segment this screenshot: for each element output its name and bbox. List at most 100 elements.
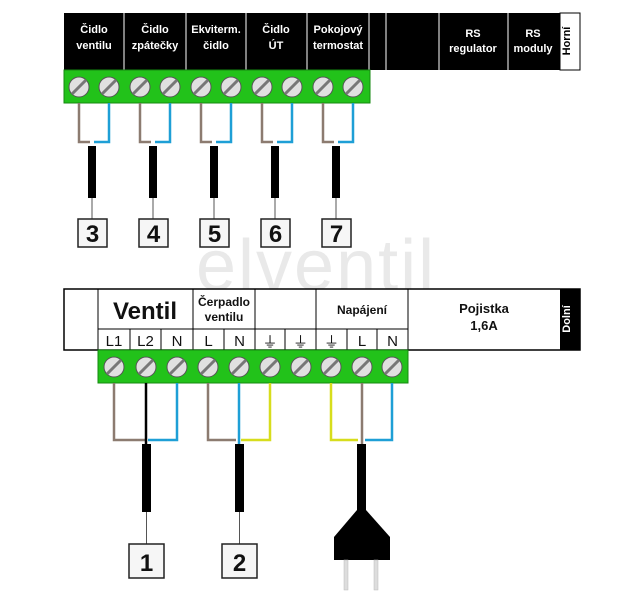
upper-col-7-line2: regulator — [449, 43, 497, 55]
upper-screw-5 — [190, 76, 212, 98]
terminal-label-ground-3: ⏚ — [324, 334, 339, 351]
wire-pump-yellow — [241, 383, 272, 442]
wire-power-yellow — [329, 383, 358, 442]
lower-screw-7 — [290, 356, 312, 378]
lower-connector-labels: 1 2 — [128, 543, 258, 579]
power-label: Napájení — [337, 303, 388, 317]
upper-screw-1 — [68, 76, 90, 98]
connector-number-5: 5 — [208, 221, 221, 248]
cable-power-jacket — [357, 444, 366, 512]
cable-pump-jacket — [235, 444, 244, 512]
terminal-label-N-power: N — [387, 333, 398, 350]
upper-side-tab — [559, 12, 581, 71]
upper-wire-blue-1 — [94, 103, 111, 144]
upper-cable-jacket-4 — [271, 146, 279, 198]
upper-col-1-line2: ventilu — [76, 40, 111, 52]
cable-ventil-jacket — [142, 444, 151, 512]
connector-number-7: 7 — [330, 221, 343, 248]
upper-col-8-line1: RS — [525, 28, 540, 40]
lower-screw-6 — [259, 356, 281, 378]
upper-screw-6 — [220, 76, 242, 98]
lower-screw-8 — [320, 356, 342, 378]
terminal-label-N-pump: N — [234, 333, 245, 350]
upper-wire-blue-2 — [155, 103, 172, 144]
lower-terminal-strip — [97, 349, 409, 384]
upper-wire-brown-4 — [260, 103, 273, 144]
connector-box-1 — [128, 543, 165, 579]
lower-screw-4 — [197, 356, 219, 378]
wire-ventil-brown — [112, 383, 146, 442]
upper-cable-jacket-1 — [88, 146, 96, 198]
pump-label-line1: Čerpadlo — [198, 294, 250, 309]
wire-ventil-blue — [148, 383, 179, 442]
fuse-label-line1: Pojistka — [459, 301, 510, 316]
terminal-label-L-pump: L — [204, 333, 212, 350]
connector-number-3: 3 — [86, 221, 99, 248]
upper-header-bar — [64, 13, 580, 70]
upper-wire-brown-3 — [199, 103, 212, 144]
connector-box-7 — [321, 218, 352, 248]
lower-screw-5 — [228, 356, 250, 378]
plug-body — [334, 510, 390, 560]
terminal-label-L2: L2 — [137, 333, 154, 350]
pump-label-line2: ventilu — [205, 310, 244, 324]
upper-col-4-line2: ÚT — [269, 39, 284, 52]
connector-box-4 — [138, 218, 169, 248]
upper-col-2-line1: Čidlo — [141, 23, 169, 36]
upper-col-3-line2: čidlo — [203, 40, 229, 52]
upper-cable-jacket-2 — [149, 146, 157, 198]
upper-side-label: Horní — [561, 26, 573, 56]
upper-col-2-line2: zpátečky — [132, 40, 179, 52]
power-plug — [334, 510, 390, 591]
terminal-label-N-ventil: N — [172, 333, 183, 350]
upper-screw-2 — [98, 76, 120, 98]
lower-screw-3 — [166, 356, 188, 378]
lower-wires — [112, 383, 394, 544]
upper-wire-blue-4 — [277, 103, 294, 144]
upper-wire-brown-2 — [138, 103, 151, 144]
lower-header: Ventil Čerpadlo ventilu Napájení Pojistk… — [63, 288, 581, 351]
upper-screw-8 — [281, 76, 303, 98]
upper-col-8-line2: moduly — [513, 43, 553, 55]
connector-number-4: 4 — [147, 221, 161, 248]
lower-header-frame — [63, 288, 581, 351]
terminal-label-ground-1: ⏚ — [262, 334, 277, 351]
plug-pin-left — [343, 559, 349, 591]
wire-power-blue — [365, 383, 394, 442]
fuse-label-line2: 1,6A — [470, 318, 498, 333]
upper-cable-jacket-3 — [210, 146, 218, 198]
connector-box-6 — [260, 218, 291, 248]
upper-col-1-line1: Čidlo — [80, 23, 108, 36]
connector-number-2: 2 — [233, 550, 246, 577]
upper-wire-blue-5 — [338, 103, 355, 144]
upper-screw-7 — [251, 76, 273, 98]
lower-screw-9 — [351, 356, 373, 378]
upper-screw-3 — [129, 76, 151, 98]
upper-wire-brown-1 — [77, 103, 90, 144]
upper-screw-4 — [159, 76, 181, 98]
upper-screw-9 — [312, 76, 334, 98]
upper-header: Čidlo ventilu Čidlo zpátečky Ekviterm. č… — [64, 12, 581, 71]
upper-col-3-line1: Ekviterm. — [191, 24, 241, 36]
lower-side-label: Dolní — [561, 304, 573, 332]
ventil-label: Ventil — [113, 298, 177, 325]
lower-screw-1 — [103, 356, 125, 378]
upper-wire-blue-3 — [216, 103, 233, 144]
lower-side-tab — [560, 289, 580, 350]
connector-box-5 — [199, 218, 230, 248]
lower-screw-2 — [135, 356, 157, 378]
wire-pump-brown — [206, 383, 236, 442]
upper-wire-brown-5 — [321, 103, 334, 144]
upper-screw-10 — [342, 76, 364, 98]
upper-cable-jacket-5 — [332, 146, 340, 198]
plug-pin-right — [373, 559, 379, 591]
upper-terminal-strip — [63, 69, 371, 104]
terminal-label-ground-2: ⏚ — [293, 334, 308, 351]
lower-screw-10 — [381, 356, 403, 378]
terminal-label-L1: L1 — [106, 333, 123, 350]
upper-col-7-line1: RS — [465, 28, 480, 40]
connector-number-1: 1 — [140, 550, 153, 577]
connector-number-6: 6 — [269, 221, 282, 248]
upper-col-4-line1: Čidlo — [262, 23, 290, 36]
